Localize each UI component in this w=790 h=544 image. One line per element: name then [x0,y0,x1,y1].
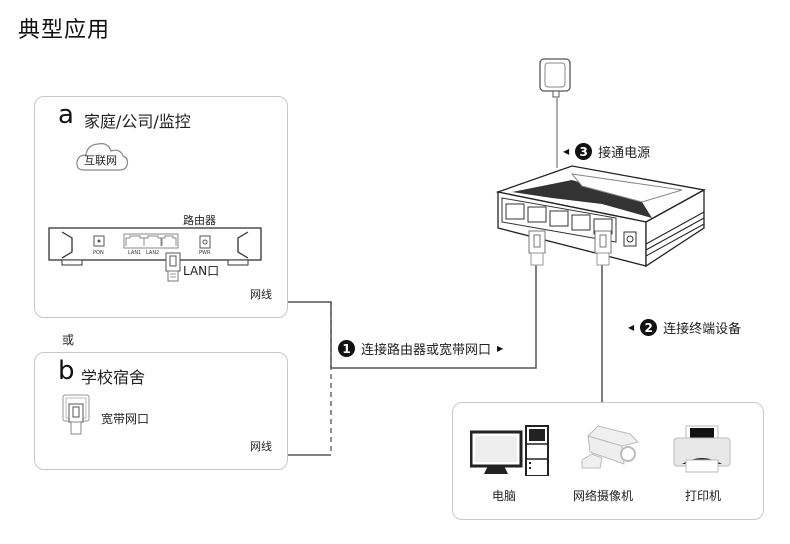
router-icon [48,227,262,266]
or-label: 或 [62,333,75,347]
switch-uplink-cable [331,265,537,369]
port-label-lan1: LAN1 [128,250,142,256]
step-3: ◀ 3 接通电源 [563,142,650,161]
router-cable-label: 网线 [250,288,272,301]
step-1: 1 连接路由器或宽带网口 ▶ [338,339,503,358]
ethernet-plug-icon [165,252,181,282]
port-label-pon: PON [93,250,104,256]
step-3-number: 3 [575,143,593,160]
power-adapter-icon [539,58,571,98]
cloud-label: 互联网 [84,154,117,167]
arrow-left-icon: ◀ [628,323,635,332]
arrow-left-icon: ◀ [563,147,570,156]
step-2-number: 2 [640,319,658,336]
printer-icon [673,425,731,473]
scenario-a-panel [34,96,288,318]
wall-port-label: 宽带网口 [101,412,150,426]
device-label-camera: 网络摄像机 [573,489,634,503]
ethernet-plug-icon [528,230,546,266]
camera-icon [581,425,639,469]
computer-icon [470,425,549,476]
step-3-label: 接通电源 [598,146,651,161]
step-2-label: 连接终端设备 [663,322,742,337]
device-label-printer: 打印机 [685,489,722,503]
scenario-b-label: 学校宿舍 [81,368,146,387]
arrow-right-icon: ▶ [497,344,504,353]
wall-cable-label: 网线 [250,440,272,453]
wall-port-icon [62,394,90,435]
step-2: ◀ 2 连接终端设备 [628,318,741,337]
port-label-lan2: LAN2 [146,250,160,256]
ethernet-plug-icon [594,230,612,266]
scenario-a-letter: a [58,100,74,130]
lan-port-label: LAN口 [183,264,220,278]
scenario-a-label: 家庭/公司/监控 [84,112,191,131]
step-1-number: 1 [338,340,355,357]
device-label-computer: 电脑 [492,489,517,503]
cloud-icon [76,143,129,171]
router-label: 路由器 [183,214,216,227]
step-1-label: 连接路由器或宽带网口 [361,343,492,358]
page-title: 典型应用 [18,18,111,43]
port-label-pwr: PWR [199,250,211,256]
scenario-b-panel [34,352,288,470]
scenario-b-letter: b [58,356,75,386]
